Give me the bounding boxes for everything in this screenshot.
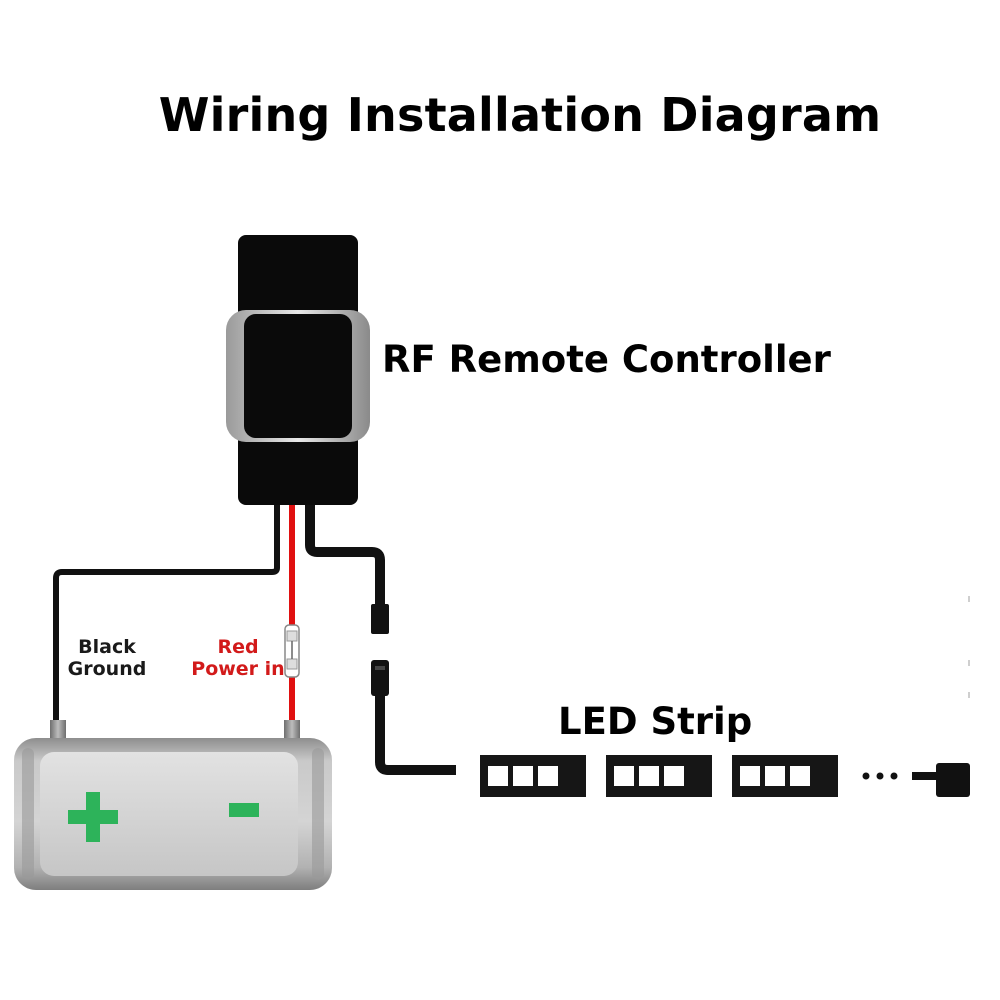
black-ground-wire: [53, 505, 280, 722]
controller-label: RF Remote Controller: [382, 338, 831, 381]
black-label-line2: Ground: [67, 658, 147, 680]
rf-remote-controller: [226, 235, 370, 505]
diagram-title: Wiring Installation Diagram: [158, 88, 882, 142]
led-segment-3: [732, 755, 838, 797]
led-output-wire: [305, 505, 456, 775]
connector-top: [371, 604, 389, 634]
led-segment-2: [606, 755, 712, 797]
led-segment-1: [480, 755, 586, 797]
inline-fuse: [284, 624, 300, 678]
led-strip: [480, 755, 970, 797]
minus-sign: [229, 803, 259, 817]
red-label-line2: Power in: [191, 658, 285, 680]
connector-bottom: [371, 660, 389, 696]
black-ground-label: Black Ground: [62, 636, 152, 680]
plus-sign: [68, 792, 118, 842]
red-power-label: Red Power in: [186, 636, 290, 680]
strip-end-plug: [912, 763, 970, 797]
battery: [14, 720, 332, 890]
red-label-line1: Red: [217, 636, 259, 658]
led-strip-label: LED Strip: [558, 700, 753, 743]
black-label-line1: Black: [78, 636, 136, 658]
ellipsis-dots: [862, 772, 898, 780]
edge-marks: [968, 596, 970, 698]
red-power-wire: [284, 505, 300, 725]
